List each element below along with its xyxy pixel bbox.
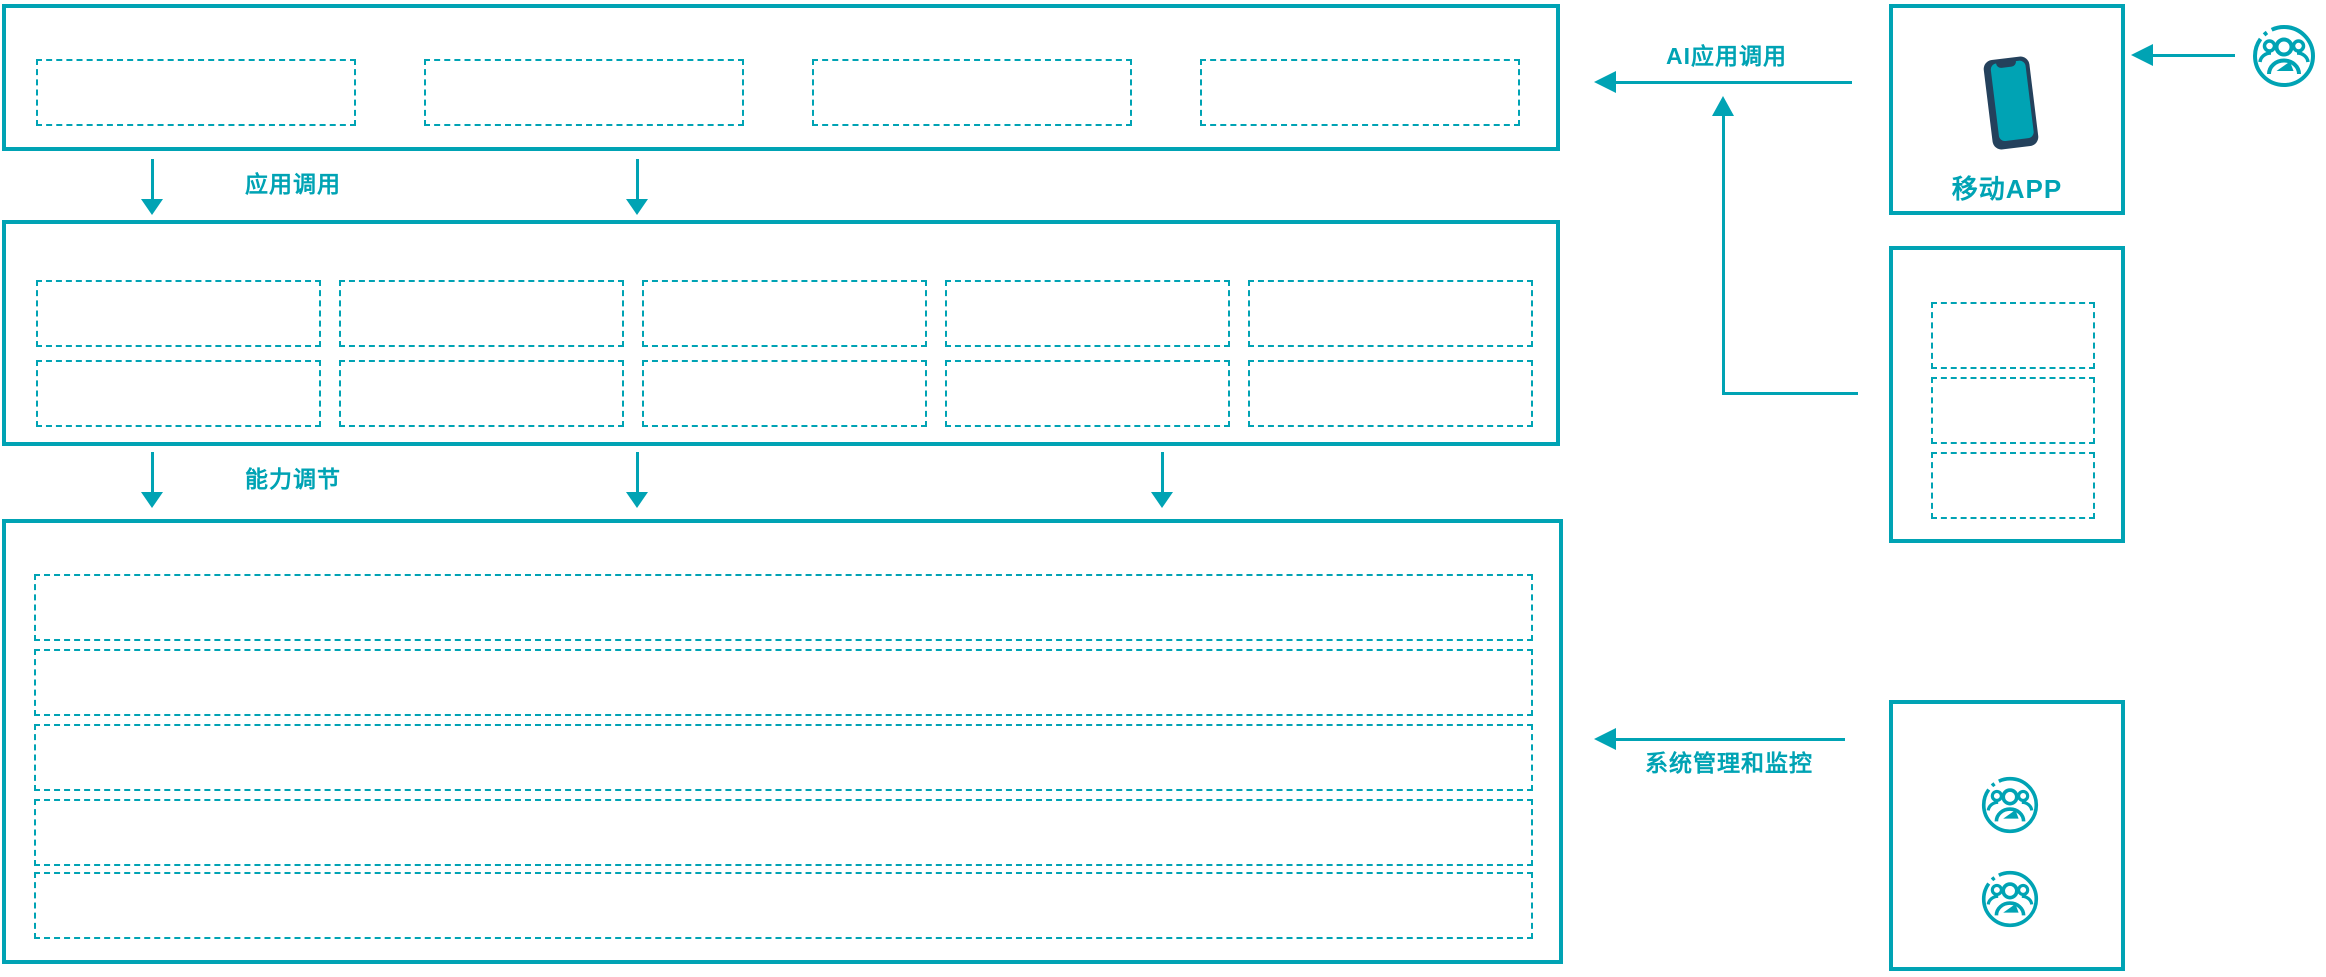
capability-arrowhead-1	[141, 492, 163, 508]
app-slot-4	[1200, 59, 1520, 126]
capability-slot-r1c5	[1248, 280, 1533, 347]
app-layer-container	[2, 4, 1560, 151]
admin-user-group-icon-2	[1981, 870, 2039, 928]
system-management-label: 系统管理和监控	[1645, 750, 1813, 776]
app-slot-1	[36, 59, 356, 126]
app-call-arrowhead-2	[626, 199, 648, 215]
app-slot-2	[424, 59, 744, 126]
system-management-arrow-line	[1614, 738, 1845, 741]
platform-row-1	[34, 574, 1533, 641]
smartphone-screen	[1990, 59, 2035, 142]
smartphone-home-bar	[2006, 139, 2025, 145]
external-user-arrowhead	[2131, 44, 2153, 66]
platform-row-4	[34, 799, 1533, 866]
capability-arrow-line-3	[1161, 452, 1164, 494]
smartphone-icon	[1982, 55, 2040, 151]
external-user-group-icon	[2252, 24, 2316, 88]
device-slot-2	[1931, 377, 2095, 444]
app-call-arrowhead-1	[141, 199, 163, 215]
capability-slot-r2c3	[642, 360, 927, 427]
device-up-arrowhead	[1712, 96, 1734, 116]
capability-slot-r1c2	[339, 280, 624, 347]
ai-app-call-arrow-line	[1614, 81, 1852, 84]
capability-arrowhead-2	[626, 492, 648, 508]
ai-app-call-label: AI应用调用	[1666, 43, 1787, 69]
platform-row-5	[34, 872, 1533, 939]
capability-slot-r1c3	[642, 280, 927, 347]
app-call-arrow-line-2	[636, 159, 639, 201]
capability-slot-r2c2	[339, 360, 624, 427]
capability-slot-r2c5	[1248, 360, 1533, 427]
app-slot-3	[812, 59, 1132, 126]
ai-app-call-arrowhead	[1594, 71, 1616, 93]
capability-slot-r1c1	[36, 280, 321, 347]
mobile-app-box: 移动APP	[1889, 4, 2125, 215]
platform-row-3	[34, 724, 1533, 791]
capability-layer-container	[2, 220, 1560, 446]
admin-user-group-icon-1	[1981, 776, 2039, 834]
device-panel-box	[1889, 246, 2125, 543]
device-up-arrow-line	[1722, 114, 1725, 395]
capability-slot-r2c4	[945, 360, 1230, 427]
capability-adjust-label: 能力调节	[245, 466, 341, 492]
platform-layer-container	[2, 519, 1563, 964]
app-call-arrow-line-1	[151, 159, 154, 201]
capability-arrow-line-1	[151, 452, 154, 494]
capability-arrow-line-2	[636, 452, 639, 494]
capability-slot-r2c1	[36, 360, 321, 427]
admin-box	[1889, 700, 2125, 971]
device-slot-3	[1931, 452, 2095, 519]
mobile-app-label: 移动APP	[1951, 174, 2063, 204]
app-call-label: 应用调用	[245, 171, 341, 197]
device-slot-1	[1931, 302, 2095, 369]
system-management-arrowhead	[1594, 728, 1616, 750]
external-user-arrow-line	[2149, 54, 2235, 57]
capability-arrowhead-3	[1151, 492, 1173, 508]
device-connector-line	[1722, 392, 1858, 395]
capability-slot-r1c4	[945, 280, 1230, 347]
platform-row-2	[34, 649, 1533, 716]
